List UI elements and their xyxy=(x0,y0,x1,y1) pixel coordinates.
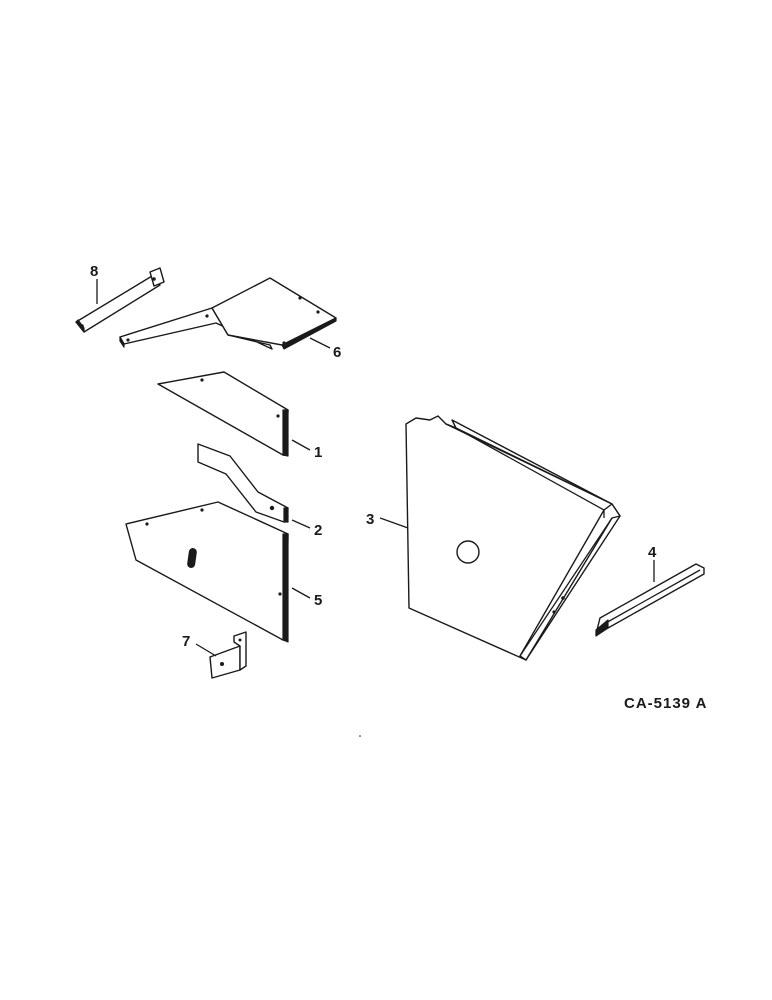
part-1-shield-plate xyxy=(157,371,289,457)
part-7-l-bracket xyxy=(209,631,247,679)
callout-1: 1 xyxy=(314,444,322,461)
leader-lines xyxy=(96,279,655,657)
part-6-top-panel xyxy=(119,277,337,350)
callout-6: 6 xyxy=(333,344,341,361)
callout-4: 4 xyxy=(648,544,657,561)
part-4-angle-bar xyxy=(595,563,705,637)
drawing-code: CA-5139 A xyxy=(624,695,707,712)
part-5-side-panel xyxy=(125,501,289,643)
part-3-large-guard xyxy=(405,415,621,661)
callout-5: 5 xyxy=(314,592,322,609)
part-2-strap xyxy=(197,443,289,523)
callout-7: 7 xyxy=(182,633,190,650)
callout-2: 2 xyxy=(314,522,322,539)
part-8-bracket xyxy=(75,267,165,333)
callout-3: 3 xyxy=(366,511,374,528)
scan-speck xyxy=(359,735,361,737)
callout-8: 8 xyxy=(90,263,98,280)
